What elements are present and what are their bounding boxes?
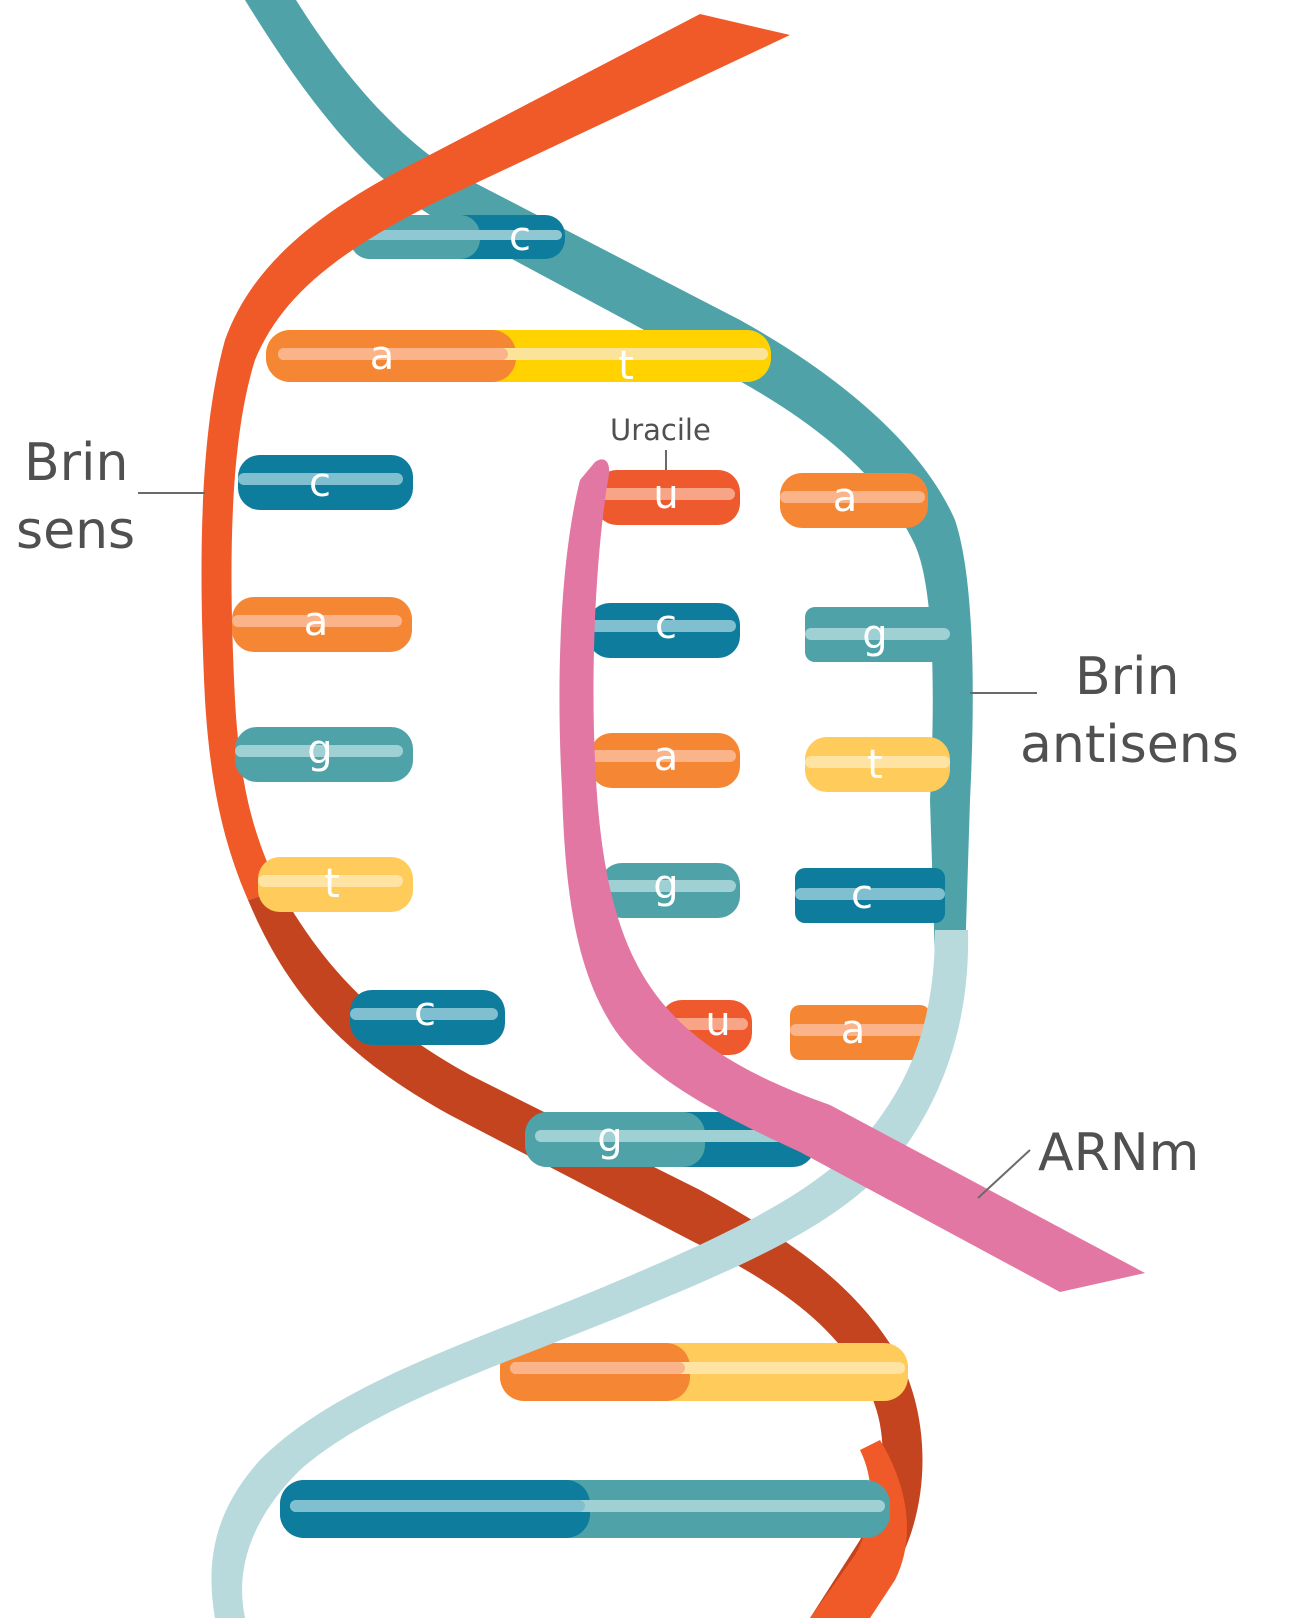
uracil-label: Uracile	[610, 413, 711, 470]
sense-strand-lower	[248, 890, 923, 1618]
antisense-label-line2: antisens	[1020, 715, 1239, 775]
sense-label-line2: sens	[16, 501, 135, 561]
base-letter: a	[654, 734, 679, 780]
mrna-base-g: g	[600, 862, 740, 918]
sense-strand-bottom	[810, 1440, 907, 1618]
uracil-label-text: Uracile	[610, 413, 711, 447]
mrna-label: ARNm	[977, 1123, 1199, 1199]
sense-base-a: a	[232, 597, 412, 652]
base-letter: c	[414, 989, 436, 1035]
base-letter: t	[324, 861, 340, 907]
base-letter: c	[655, 602, 677, 648]
base-letter: g	[653, 862, 678, 908]
base-letter: a	[370, 333, 395, 379]
sense-strand-label: Brin sens	[16, 433, 205, 561]
antisense-strand-label: Brin antisens	[970, 647, 1239, 775]
mrna-label-text: ARNm	[1038, 1123, 1199, 1183]
mrna-base-a: a	[590, 733, 740, 788]
base-letter: a	[304, 599, 329, 645]
base-letter: a	[841, 1007, 866, 1053]
base-letter: g	[597, 1115, 622, 1161]
sense-base-c: c	[238, 455, 413, 510]
mrna-leader-line	[977, 1149, 1031, 1199]
sense-label-line1: Brin	[24, 433, 128, 493]
lower-base-pair-1	[500, 1343, 908, 1401]
bottom-base-pair: g	[525, 1112, 815, 1167]
base-letter: u	[653, 472, 678, 518]
base-letter: g	[862, 612, 887, 658]
base-letter: c	[509, 214, 531, 260]
mrna-strand	[559, 459, 1145, 1292]
antisense-base-t: t	[805, 737, 950, 792]
base-letter: a	[833, 475, 858, 521]
top-base-pair-2: a t	[266, 330, 771, 389]
base-letter: c	[309, 460, 331, 506]
base-letter: t	[867, 742, 883, 788]
antisense-label-line1: Brin	[1075, 647, 1179, 707]
antisense-base-g: g	[805, 607, 950, 662]
antisense-strand-top	[245, 0, 973, 960]
antisense-base-a-2: a	[790, 1005, 930, 1060]
base-letter: g	[307, 727, 332, 773]
mrna-base-u: u	[595, 470, 740, 525]
sense-base-t: t	[258, 857, 413, 912]
mrna-base-c: c	[588, 602, 740, 658]
base-letter: u	[705, 999, 730, 1045]
antisense-base-a: a	[780, 473, 928, 528]
sense-strand	[201, 14, 790, 900]
antisense-base-c: c	[795, 868, 945, 923]
lower-base-pair-2	[280, 1480, 890, 1538]
base-letter: t	[618, 343, 634, 389]
sense-base-c-2: c	[350, 989, 505, 1045]
base-letter: c	[851, 872, 873, 918]
sense-base-g: g	[235, 727, 413, 782]
